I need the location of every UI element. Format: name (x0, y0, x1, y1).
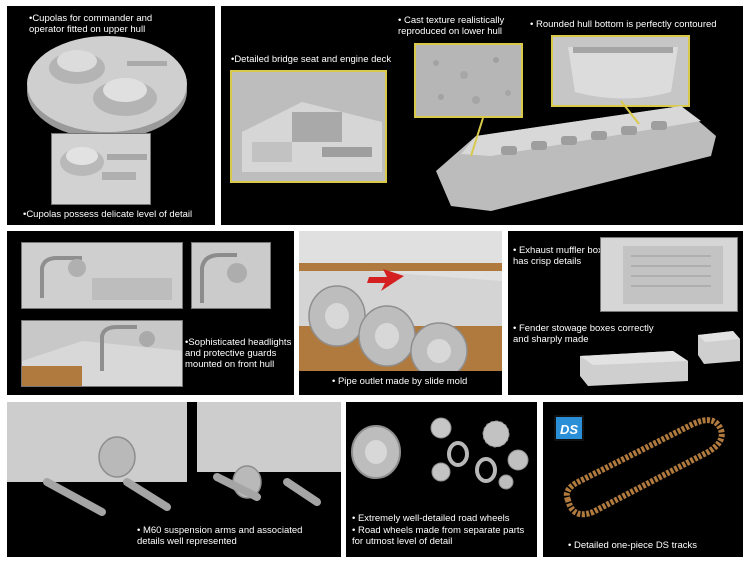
panel-road-wheels: • Extremely well-detailed road wheels • … (346, 402, 537, 557)
caption-cast-texture: • Cast texture realistically reproduced … (398, 15, 505, 37)
lower-hull-model-image (436, 100, 716, 211)
caption-headlights: •Sophisticated headlights and protective… (185, 337, 292, 370)
panel-headlights: •Sophisticated headlights and protective… (7, 231, 294, 395)
panel-hull: •Detailed bridge seat and engine deck • … (221, 6, 743, 225)
caption-exhaust-muffler: • Exhaust muffler box has crisp details (513, 245, 603, 267)
cupola-detail-image (51, 133, 151, 205)
panel-cupolas: •Cupolas for commander and operator fitt… (7, 6, 215, 225)
caption-cupolas-top: •Cupolas for commander and operator fitt… (29, 13, 153, 35)
panel-pipe-outlet: • Pipe outlet made by slide mold (299, 231, 502, 395)
cast-texture-detail-image (414, 43, 523, 118)
bridge-seat-detail-image (230, 70, 387, 183)
caption-pipe-outlet: • Pipe outlet made by slide mold (332, 376, 468, 387)
suspension-arms-image (7, 402, 341, 516)
caption-ds-tracks: • Detailed one-piece DS tracks (568, 540, 697, 551)
caption-cupolas-bottom: •Cupolas possess delicate level of detai… (23, 209, 193, 220)
cupola-model-image (27, 36, 187, 139)
panel-exhaust-fender: • Exhaust muffler box has crisp details … (508, 231, 743, 395)
ds-logo: DS (554, 415, 584, 441)
caption-fender-stowage: • Fender stowage boxes correctly and sha… (513, 323, 654, 345)
headlight-detail-image-1 (21, 242, 183, 309)
caption-road-wheels-2: • Road wheels made from separate parts f… (352, 525, 525, 547)
caption-rounded-hull: • Rounded hull bottom is perfectly conto… (530, 19, 717, 30)
fender-boxes-image (580, 331, 740, 386)
road-wheel-parts-image (351, 417, 529, 490)
caption-suspension: • M60 suspension arms and associated det… (137, 525, 303, 547)
road-wheels-track-image (299, 231, 502, 395)
front-hull-detail-image (21, 320, 183, 387)
panel-suspension: • M60 suspension arms and associated det… (7, 402, 341, 557)
caption-bridge-seat: •Detailed bridge seat and engine deck (231, 54, 392, 65)
ds-track-loop-image (563, 417, 725, 518)
rounded-hull-detail-image (551, 35, 690, 107)
panel-ds-tracks: DS • Detailed one-piece DS tracks (543, 402, 743, 557)
caption-road-wheels-1: • Extremely well-detailed road wheels (352, 513, 510, 524)
headlight-detail-image-2 (191, 242, 271, 309)
exhaust-muffler-image (600, 237, 738, 312)
